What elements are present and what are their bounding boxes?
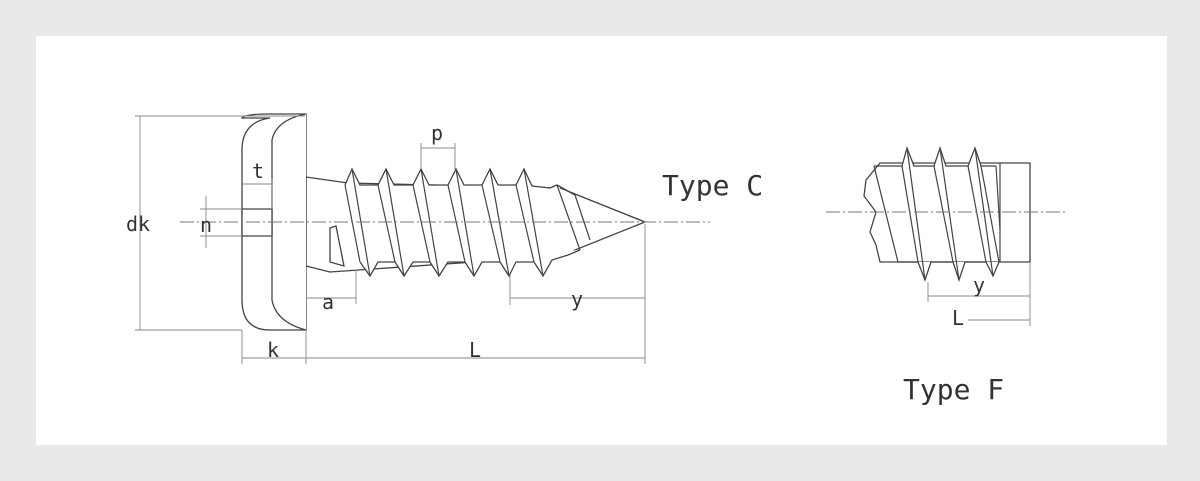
type-c-thread-roots — [359, 249, 581, 278]
type-c-lead-thread — [329, 225, 345, 267]
type-f-title: Type F — [903, 373, 1004, 406]
type-c-slot — [241, 208, 273, 237]
type-f-body — [863, 162, 1031, 263]
label-L-type-c: L — [469, 338, 481, 362]
type-f-screw — [826, 145, 1068, 283]
type-f-dimension-lines — [927, 262, 1031, 326]
type-c-dimension-lines — [135, 115, 646, 364]
label-dk: dk — [126, 212, 150, 236]
label-p: p — [431, 121, 443, 145]
label-y-type-c: y — [571, 287, 583, 311]
label-k: k — [267, 338, 279, 362]
label-L-type-f: L — [952, 306, 964, 330]
label-a: a — [322, 290, 334, 314]
label-t: t — [252, 159, 264, 183]
label-y-type-f: y — [973, 273, 985, 297]
type-c-screw — [180, 113, 710, 331]
type-c-title: Type C — [662, 169, 763, 202]
type-c-thread-helix — [344, 168, 646, 277]
label-n: n — [200, 213, 212, 237]
type-f-thread-helix — [873, 147, 1001, 281]
